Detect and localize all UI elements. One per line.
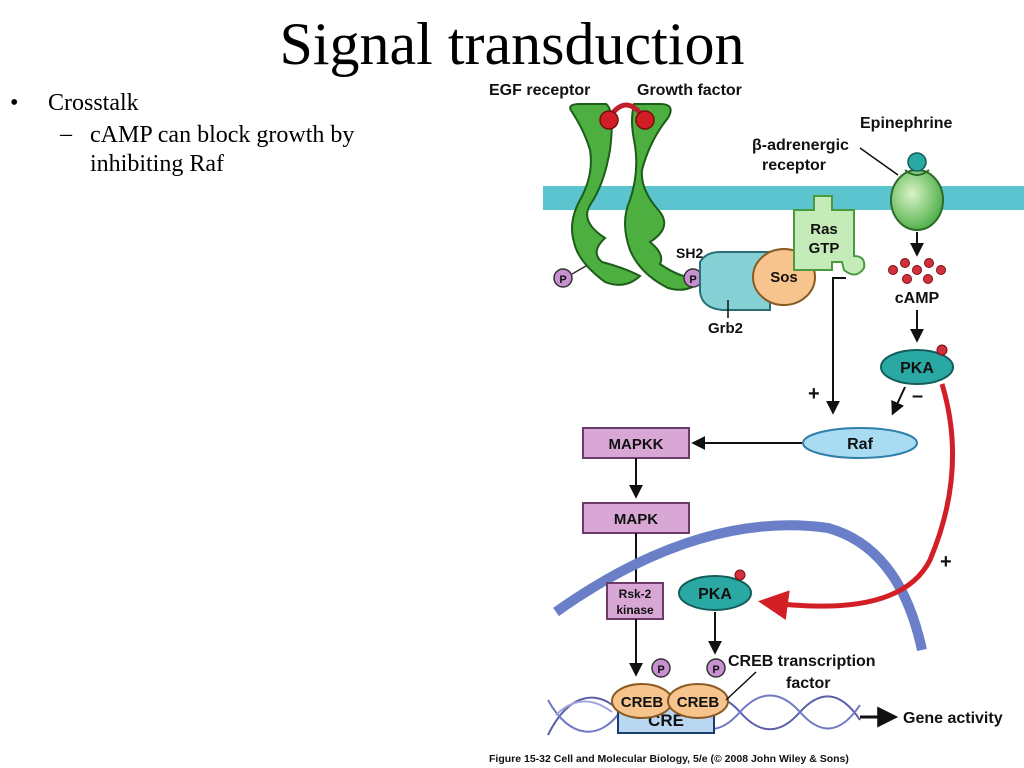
grb2-protein — [699, 251, 771, 311]
camp-label: cAMP — [895, 290, 940, 307]
beta-receptor-pointer — [859, 147, 899, 176]
phospho-badge: P — [706, 658, 726, 678]
growth-factor-label: Growth factor — [637, 82, 742, 99]
bullet-item: • Crosstalk — [10, 90, 430, 117]
creb-tf-label-line1: CREB transcription — [728, 653, 876, 670]
sub-bullet-text: cAMP can block growth by inhibiting Raf — [90, 122, 355, 177]
activation-plus: + — [940, 551, 952, 573]
pka-nucleus — [678, 575, 752, 611]
camp-bound-dot — [734, 569, 746, 581]
activation-plus: + — [808, 383, 820, 405]
beta-receptor-label-line2: receptor — [762, 157, 826, 174]
ras-label: Ras — [810, 221, 838, 238]
receptor-pocket — [904, 169, 930, 176]
pka-cytoplasm — [880, 349, 954, 385]
ras-to-raf-arrow — [826, 277, 846, 415]
gene-activity-label: Gene activity — [903, 710, 1003, 727]
phospho-label: P — [712, 664, 719, 676]
figure-caption: Figure 15-32 Cell and Molecular Biology,… — [489, 753, 849, 765]
pka-inhibits-raf-arrow — [891, 386, 906, 416]
ras-gtp-protein — [793, 195, 866, 276]
epinephrine-molecule — [907, 152, 927, 172]
phospho-badge: P — [553, 268, 573, 288]
grb2-label: Grb2 — [708, 320, 743, 337]
bullet-text: Crosstalk — [48, 90, 139, 116]
raf-protein — [802, 427, 918, 459]
bullet-marker: • — [10, 90, 19, 116]
pka-translocation-arrow — [758, 383, 956, 621]
growth-factor — [599, 102, 655, 130]
sub-bullet-item: – cAMP can block growth by inhibiting Ra… — [60, 121, 430, 179]
phospho-badge: P — [651, 658, 671, 678]
creb-tf-label-line2: factor — [786, 675, 830, 692]
camp-molecules — [888, 258, 946, 284]
phospho-label: P — [657, 664, 664, 676]
beta-adrenergic-receptor — [890, 169, 944, 231]
plasma-membrane — [543, 186, 1024, 210]
egf-receptor — [569, 103, 705, 291]
sos-label: Sos — [770, 269, 798, 286]
egf-receptor-label: EGF receptor — [489, 82, 590, 99]
creb-label: CREB — [677, 694, 720, 711]
mapk-label: MAPK — [614, 511, 658, 528]
rsk2-label-line2: kinase — [616, 603, 654, 617]
camp-bound-dot — [936, 344, 948, 356]
mapkk-label: MAPKK — [609, 436, 664, 453]
inhibition-minus: – — [912, 385, 923, 407]
pka-label: PKA — [698, 586, 732, 603]
gtp-label: GTP — [809, 240, 840, 257]
pka-label: PKA — [900, 360, 934, 377]
phospho-link — [571, 265, 587, 275]
sub-bullet-marker: – — [60, 121, 72, 147]
beta-receptor-label-line1: β-adrenergic — [752, 137, 849, 154]
creb-label: CREB — [621, 694, 664, 711]
phospho-label: P — [559, 274, 566, 286]
raf-label: Raf — [847, 436, 873, 453]
creb-protein — [667, 683, 729, 719]
rsk2-label-line1: Rsk-2 — [619, 587, 652, 601]
sh2-label: SH2 — [676, 245, 703, 261]
creb-tf-pointer — [725, 671, 757, 701]
bullet-list: • Crosstalk – cAMP can block growth by i… — [10, 90, 430, 179]
slide-title: Signal transduction — [279, 11, 745, 77]
phospho-label: P — [689, 274, 696, 286]
epinephrine-label: Epinephrine — [860, 115, 953, 132]
